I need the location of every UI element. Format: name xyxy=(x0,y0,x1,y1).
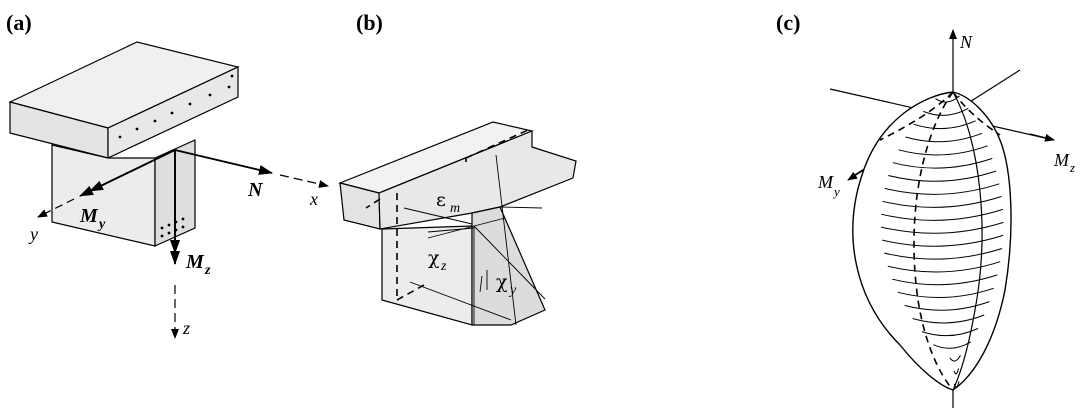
contour-line xyxy=(905,132,983,143)
deformed-web-front xyxy=(471,206,546,326)
ref-line-9 xyxy=(479,275,483,293)
ref-line-7 xyxy=(495,154,517,326)
contour-line xyxy=(892,157,993,169)
contour-line xyxy=(953,368,959,375)
My-label-a-subscript: y xyxy=(97,217,106,232)
meridian-dashed xyxy=(913,91,954,391)
meridian-dashed-top xyxy=(879,91,954,141)
Mz-label-a: M xyxy=(185,251,205,273)
panel-a: (a) xyxy=(6,10,329,339)
contour-line xyxy=(923,107,969,116)
t-beam-solid xyxy=(8,41,240,247)
contour-line xyxy=(884,183,1000,195)
deformed-web-side xyxy=(381,225,473,326)
panel-b-label: (b) xyxy=(356,10,383,35)
contour-line xyxy=(953,381,960,388)
deformed-section-solid xyxy=(338,121,577,326)
panel-c-label: (c) xyxy=(776,10,800,35)
contour-line xyxy=(912,314,985,324)
panel-c: (c) N M z M y xyxy=(776,10,1075,408)
N-label-a: N xyxy=(247,179,264,201)
My-moment-second-head xyxy=(89,149,176,192)
panel-b: (b) xyxy=(338,10,577,326)
contour-line xyxy=(884,248,1003,260)
My-label-a: M xyxy=(79,205,99,227)
x-axis-line xyxy=(279,174,329,188)
y-axis-label: y xyxy=(28,224,38,244)
contour-line xyxy=(888,170,997,182)
ref-line-2 xyxy=(427,217,506,239)
My-label-c: M xyxy=(817,172,834,192)
hidden-edge-5 xyxy=(365,198,381,209)
meridian-dashed-right xyxy=(952,91,1001,136)
contour-line xyxy=(913,120,976,130)
contour-line xyxy=(892,274,998,286)
contour-line xyxy=(898,145,988,156)
ref-line-8 xyxy=(409,281,512,321)
contour-line xyxy=(882,234,1004,247)
chi-z-subscript: z xyxy=(440,259,447,274)
Mz-label-a-subscript: z xyxy=(204,263,211,278)
interaction-surface-outline xyxy=(852,91,1012,391)
z-axis-label: z xyxy=(182,318,190,338)
N-force-arrow xyxy=(174,149,273,175)
axes-a xyxy=(37,149,329,339)
rebar-dots xyxy=(118,74,234,238)
My-label-c-subscript: y xyxy=(832,184,840,199)
hidden-edge-3 xyxy=(396,284,425,301)
epsilon-m-label: ε xyxy=(436,189,446,211)
contour-line xyxy=(897,287,994,298)
N-label-c: N xyxy=(959,32,973,52)
ref-line-6 xyxy=(499,206,543,209)
contour-line xyxy=(882,196,1002,208)
chi-y-label: χ xyxy=(496,271,508,293)
ref-line-4 xyxy=(473,225,546,300)
x-axis-label: x xyxy=(309,189,318,209)
ref-line-3 xyxy=(427,227,475,233)
contour-line xyxy=(904,301,990,311)
epsilon-m-subscript: m xyxy=(450,201,460,216)
meridian-solid-back xyxy=(952,91,983,391)
deformed-flange-front xyxy=(378,130,577,230)
Mz-label-c: M xyxy=(1053,150,1070,170)
contour-line xyxy=(949,355,961,362)
chi-y-subscript: y xyxy=(508,283,517,298)
contour-line xyxy=(881,221,1004,234)
y-axis-line xyxy=(37,198,75,218)
chi-z-label: χ xyxy=(428,247,440,269)
contour-line xyxy=(887,261,1001,273)
ref-line-1 xyxy=(403,207,473,225)
surface-contour-lines xyxy=(881,95,1004,388)
contour-line xyxy=(921,328,979,337)
Mz-axis-c-arrow xyxy=(1029,133,1055,142)
Mz-label-c-subscript: z xyxy=(1069,160,1075,175)
panel-a-label: (a) xyxy=(6,10,32,35)
contour-line xyxy=(881,208,1004,221)
